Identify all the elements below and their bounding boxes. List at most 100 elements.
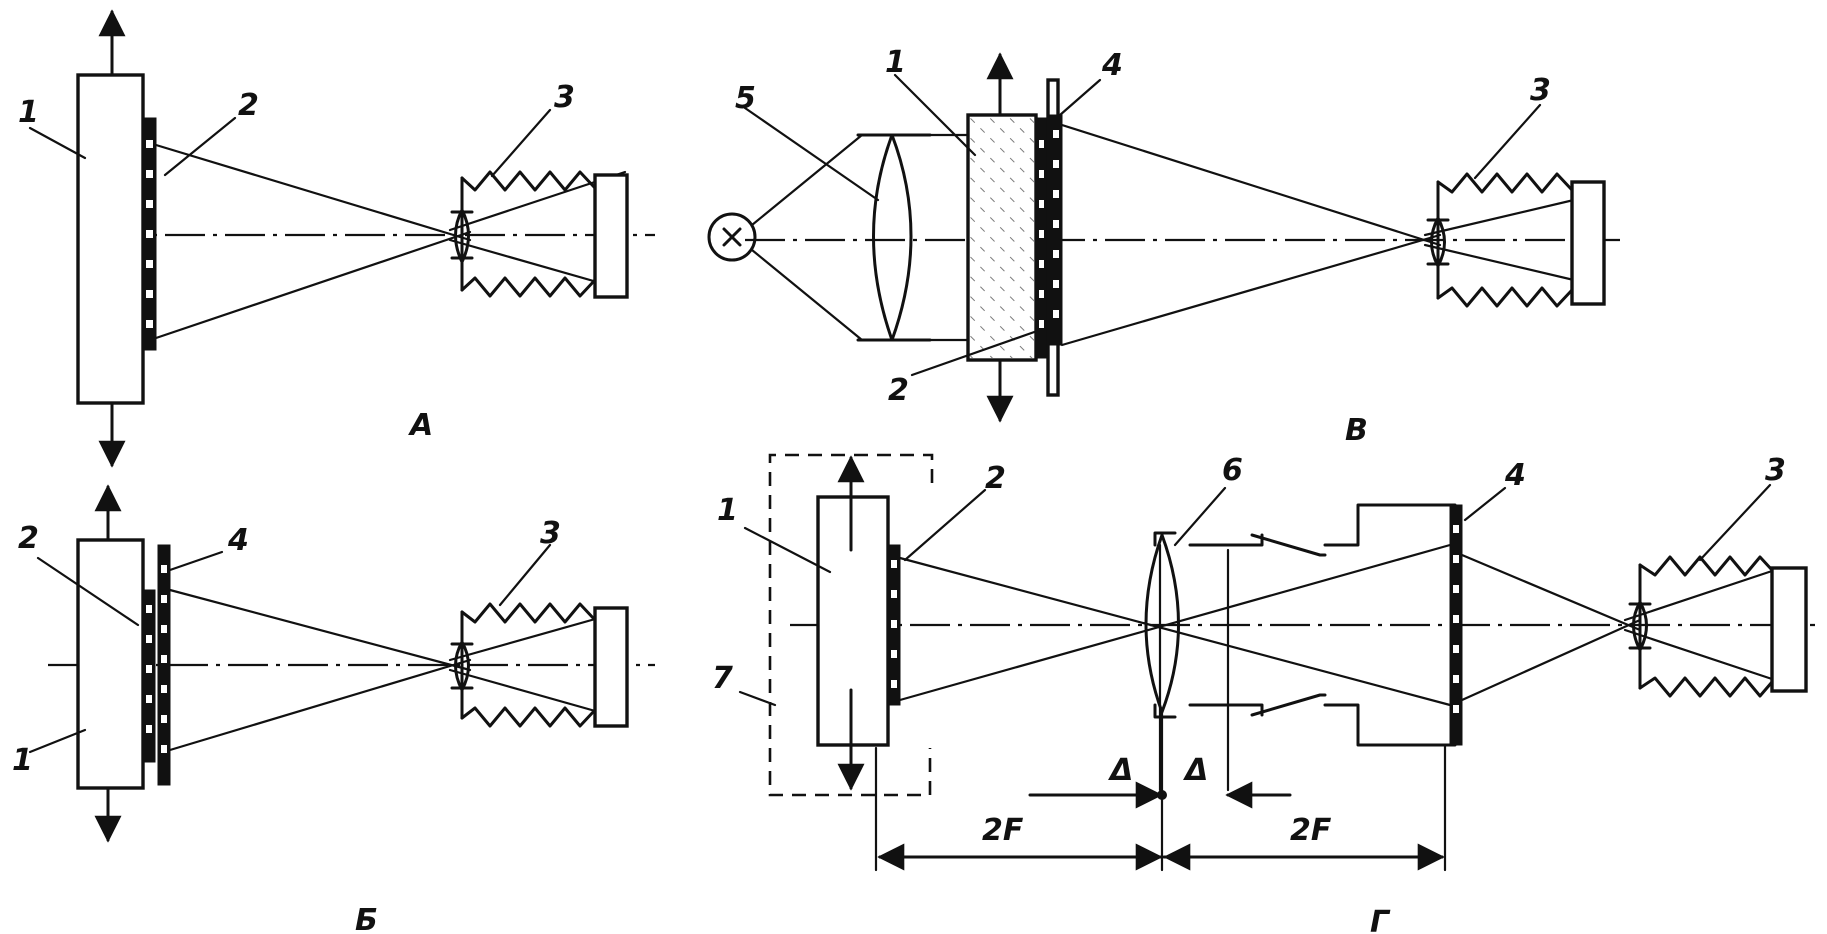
reference-plate-4 — [1046, 78, 1063, 397]
leader-line — [1173, 486, 1227, 547]
camera-3 — [1628, 555, 1808, 698]
object-holder-1 — [76, 538, 145, 790]
label-3: 3 — [540, 516, 561, 551]
label-3: 3 — [1530, 73, 1551, 108]
leader-line — [490, 108, 552, 178]
leader-line — [1698, 483, 1772, 562]
lens-icon — [1430, 216, 1446, 268]
twoF-right-label: 2F — [1290, 813, 1332, 848]
object-strip-2 — [142, 589, 156, 763]
ray — [898, 556, 1452, 707]
panel-v: 5 1 4 3 2 В — [707, 45, 1620, 448]
lens-icon — [454, 208, 470, 264]
lens-tube — [1188, 703, 1264, 717]
leader-line — [738, 690, 777, 707]
leader-line — [1058, 78, 1102, 117]
lens-center-dot — [1157, 790, 1167, 800]
ray — [168, 588, 472, 672]
ray — [1460, 618, 1642, 702]
ray — [898, 543, 1452, 702]
leader-line — [498, 543, 552, 607]
label-4: 4 — [1504, 458, 1526, 493]
ray — [1423, 193, 1597, 237]
ray — [1460, 553, 1642, 632]
lens-mount — [1153, 703, 1177, 719]
ray — [154, 143, 472, 242]
label-4: 4 — [227, 523, 249, 558]
ray — [168, 658, 472, 752]
camera-3 — [450, 602, 629, 728]
housing — [1323, 703, 1457, 747]
label-2: 2 — [888, 373, 909, 408]
light-source-icon — [707, 212, 757, 262]
label-4: 4 — [1101, 48, 1123, 83]
glass-holder-1 — [966, 113, 1038, 362]
camera-3 — [1426, 172, 1606, 308]
ray — [1623, 568, 1777, 622]
delta-right-label: Δ — [1183, 753, 1208, 788]
caption-a: А — [408, 408, 433, 443]
reference-plate-4 — [157, 544, 171, 786]
object-holder-1 — [76, 73, 145, 405]
bellows-edge — [1250, 693, 1327, 717]
label-1: 1 — [12, 743, 33, 778]
leader-line — [903, 488, 987, 562]
panel-g: Δ Δ 2F 2F 1 7 2 6 4 3 Г — [712, 453, 1815, 934]
label-3: 3 — [554, 80, 575, 115]
label-2: 2 — [238, 88, 259, 123]
leader-line — [1473, 103, 1542, 180]
ray — [1623, 628, 1777, 682]
leader-line — [163, 116, 237, 177]
ray — [448, 610, 622, 662]
label-7: 7 — [712, 661, 733, 696]
leader-line — [28, 728, 87, 754]
leader-line — [743, 526, 832, 574]
object-holder-1 — [816, 495, 890, 747]
leader-line — [910, 328, 1042, 377]
object-strip-2 — [887, 544, 901, 706]
light-source-cross — [722, 227, 742, 247]
caption-g: Г — [1370, 905, 1391, 934]
leader-line — [893, 73, 977, 157]
object-strip-2 — [1035, 117, 1048, 359]
label-2: 2 — [985, 461, 1006, 496]
ray — [1060, 233, 1442, 347]
label-6: 6 — [1222, 453, 1243, 488]
condenser-lens-5 — [872, 133, 913, 342]
lens-icon — [1632, 600, 1648, 652]
ray — [1423, 243, 1597, 287]
caption-v: В — [1345, 413, 1368, 448]
camera-3 — [450, 170, 629, 299]
bellows-edge — [1250, 533, 1327, 557]
ray — [750, 248, 864, 342]
label-3: 3 — [1765, 453, 1786, 488]
leader-line — [36, 556, 140, 627]
label-5: 5 — [735, 81, 756, 116]
ray — [154, 230, 472, 340]
ray — [1060, 123, 1442, 247]
label-2: 2 — [18, 521, 39, 556]
twoF-left-label: 2F — [982, 813, 1024, 848]
leader-line — [743, 106, 880, 202]
housing — [1323, 503, 1457, 547]
ray — [750, 133, 864, 227]
object-strip-2 — [142, 117, 157, 351]
label-1: 1 — [717, 493, 738, 528]
delta-left-label: Δ — [1108, 753, 1133, 788]
panel-a: 1 2 3 А — [18, 9, 655, 468]
leader-line — [28, 126, 87, 160]
reference-plate-4 — [1449, 504, 1463, 746]
label-1: 1 — [885, 45, 906, 80]
leader-line — [1463, 486, 1507, 522]
lens-icon — [454, 640, 470, 692]
caption-b: Б — [355, 903, 378, 934]
leader-line — [168, 550, 224, 572]
ray — [448, 668, 622, 720]
lens-mount — [1153, 531, 1177, 547]
lens-tube — [1188, 533, 1264, 547]
frame-7 — [768, 453, 934, 797]
label-1: 1 — [18, 95, 39, 130]
panel-b: 2 4 3 1 Б — [12, 484, 655, 934]
